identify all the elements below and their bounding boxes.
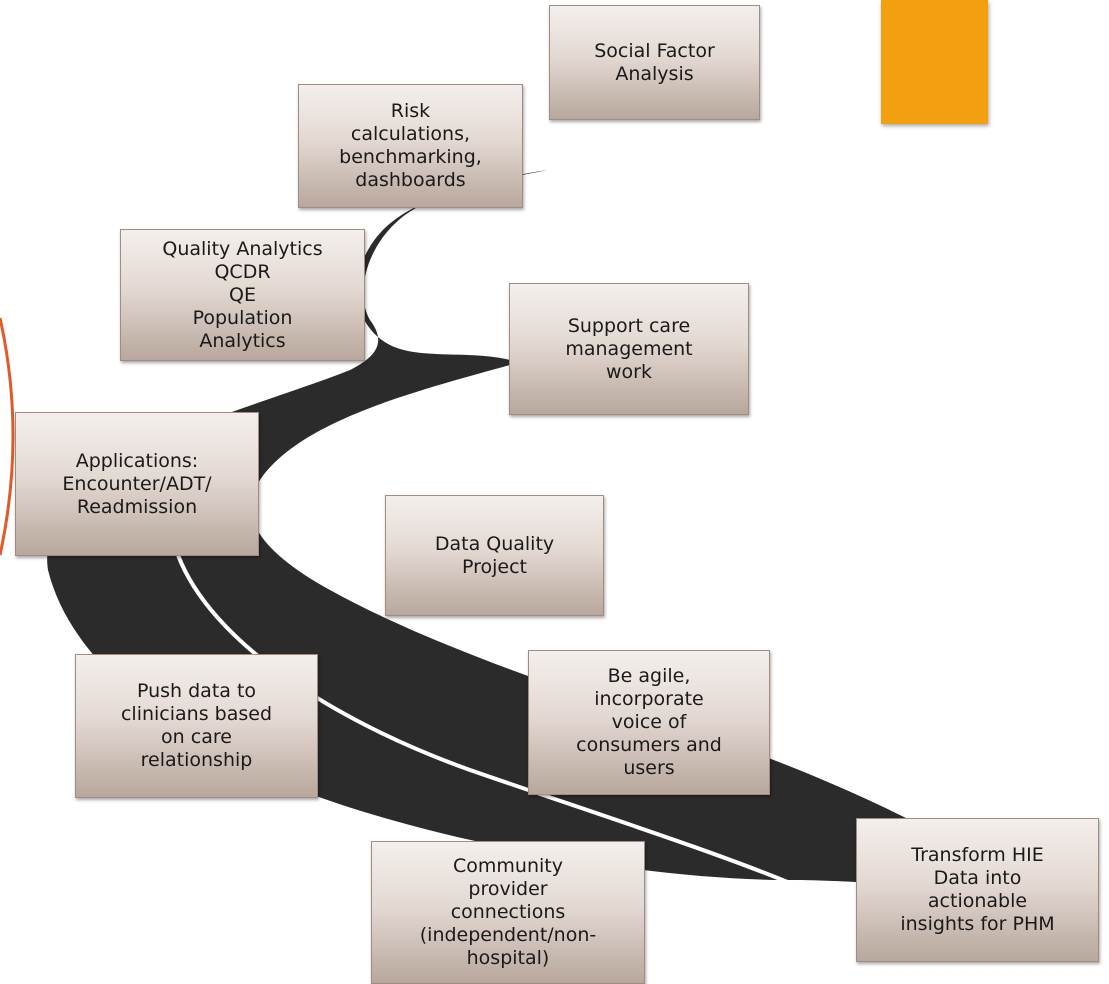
red-accent-arc: [0, 317, 15, 556]
box-data-quality-project-label: Data Quality Project: [434, 532, 555, 578]
orange-accent-block: [881, 0, 988, 124]
box-social-factor-analysis: Social Factor Analysis: [549, 5, 760, 120]
box-risk-calculations-label: Risk calculations, benchmarking, dashboa…: [339, 100, 482, 191]
box-community-provider-connections: Community provider connections (independ…: [371, 841, 645, 984]
road-center-line-lower: [176, 554, 796, 887]
box-risk-calculations: Risk calculations, benchmarking, dashboa…: [298, 84, 523, 208]
box-support-care-management-label: Support care management work: [565, 314, 693, 383]
box-be-agile-label: Be agile, incorporate voice of consumers…: [576, 665, 722, 779]
box-transform-hie-data-label: Transform HIE Data into actionable insig…: [900, 844, 1055, 935]
box-be-agile: Be agile, incorporate voice of consumers…: [528, 650, 770, 795]
box-push-data-to-clinicians: Push data to clinicians based on care re…: [75, 654, 318, 798]
box-applications: Applications: Encounter/ADT/ Readmission: [15, 412, 259, 556]
box-community-provider-connections-label: Community provider connections (independ…: [419, 855, 597, 969]
box-quality-analytics: Quality Analytics QCDR QE Population Ana…: [120, 229, 365, 361]
box-applications-label: Applications: Encounter/ADT/ Readmission: [62, 449, 212, 518]
box-transform-hie-data: Transform HIE Data into actionable insig…: [856, 818, 1099, 962]
box-push-data-to-clinicians-label: Push data to clinicians based on care re…: [120, 680, 273, 771]
box-support-care-management: Support care management work: [509, 283, 749, 415]
box-quality-analytics-label: Quality Analytics QCDR QE Population Ana…: [162, 237, 323, 352]
box-social-factor-analysis-label: Social Factor Analysis: [594, 39, 715, 85]
box-data-quality-project: Data Quality Project: [385, 495, 604, 616]
